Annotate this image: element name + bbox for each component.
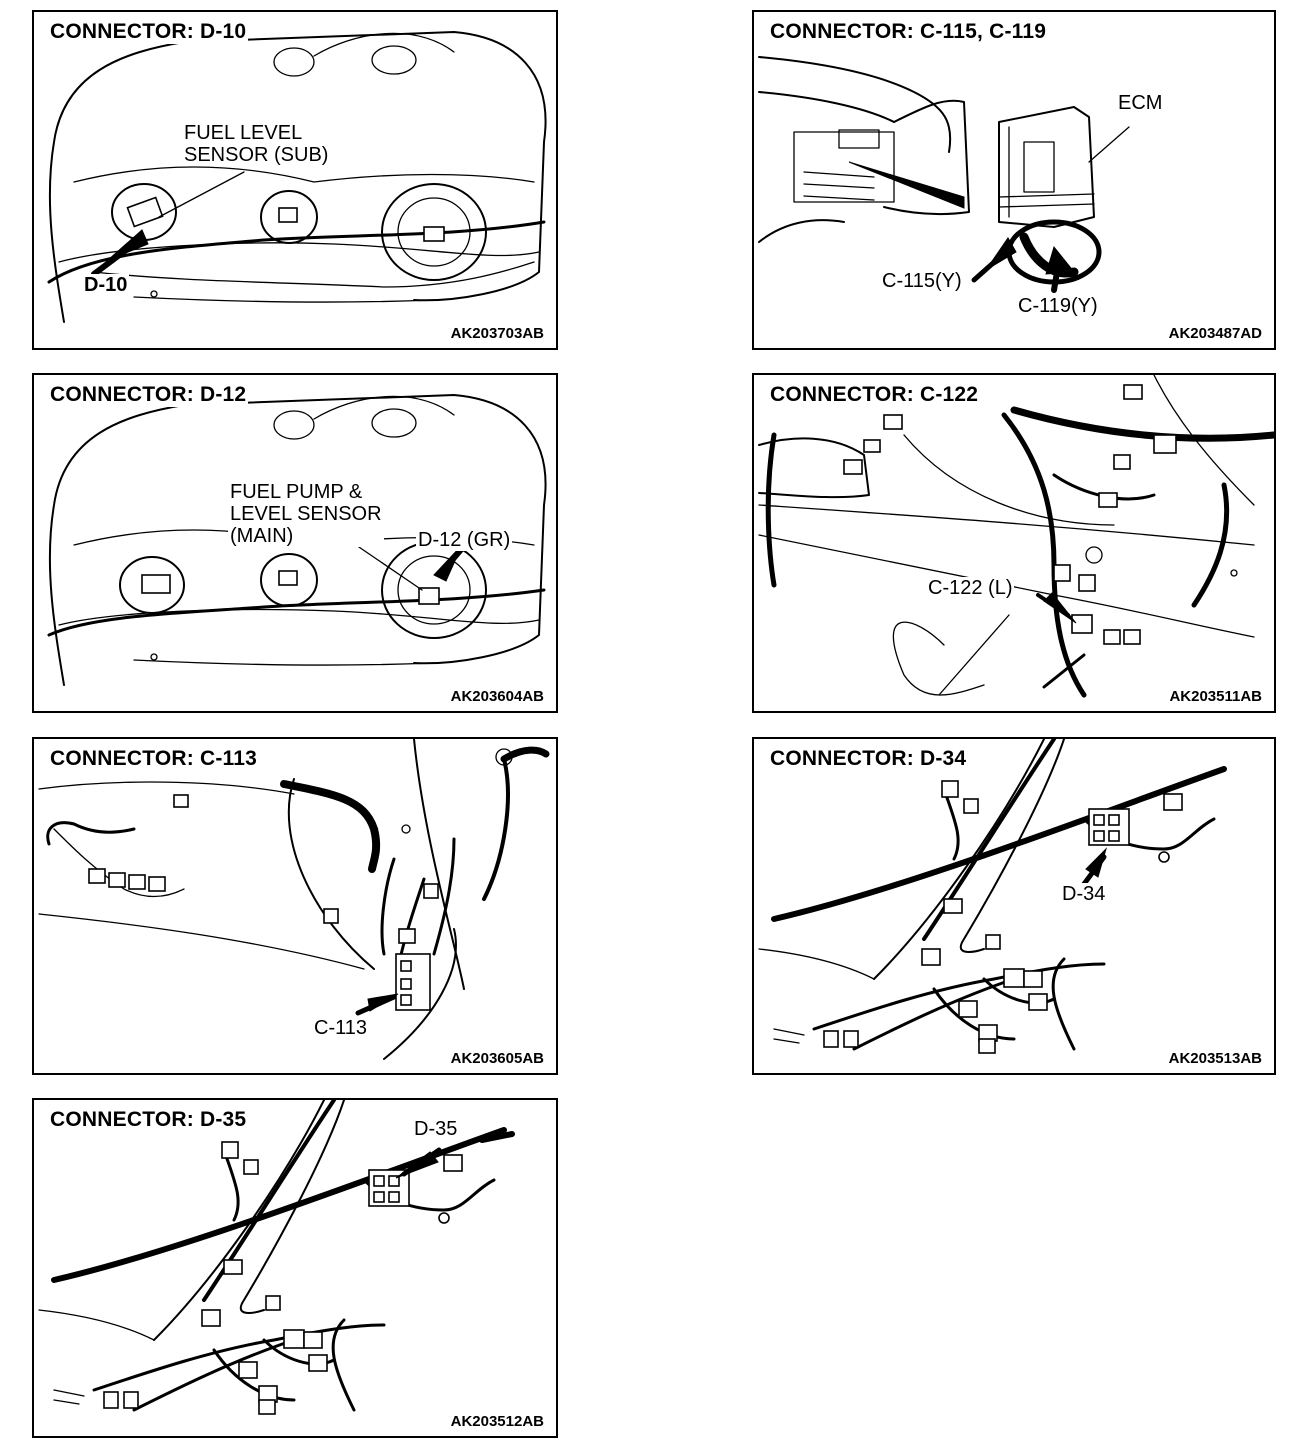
callout-d10: D-10 (82, 274, 130, 296)
panel-title: CONNECTOR: C-122 (768, 383, 981, 407)
callout-c115: C-115(Y) (880, 270, 964, 292)
callout-c119: C-119(Y) (1016, 295, 1100, 317)
callout-c113: C-113 (312, 1017, 369, 1039)
callout-c122: C-122 (L) (926, 577, 1015, 599)
figure-code: AK203511AB (1167, 688, 1264, 705)
panel-title: CONNECTOR: D-10 (48, 20, 249, 44)
panel-connector-c122: CONNECTOR: C-122 C-122 (L) AK203511AB (752, 373, 1276, 713)
figure-code: AK203512AB (448, 1413, 546, 1430)
panel-title: CONNECTOR: D-12 (48, 383, 249, 407)
harness-illustration (758, 375, 1274, 698)
harness-illustration (38, 1100, 515, 1415)
figure-code: AK203487AD (1166, 325, 1264, 342)
panel-title: CONNECTOR: D-34 (768, 747, 969, 771)
harness-illustration (38, 739, 550, 1060)
panel-connector-d12: CONNECTOR: D-12 FUEL PUMP & LEVEL SENSOR… (32, 373, 558, 713)
callout-d12: D-12 (GR) (416, 529, 513, 551)
panel-connector-d10: CONNECTOR: D-10 FUEL LEVEL SENSOR (SUB) … (32, 10, 558, 350)
callout-d34: D-34 (1060, 883, 1108, 905)
figure-code: AK203604AB (448, 688, 546, 705)
callout-ecm: ECM (1116, 92, 1165, 114)
fuel-tank-illustration (47, 31, 547, 323)
panel-connector-c115-c119: CONNECTOR: C-115, C-119 ECM C-115(Y) C-1… (752, 10, 1276, 350)
figure-code: AK203605AB (448, 1050, 546, 1067)
figure-code: AK203513AB (1166, 1050, 1264, 1067)
panel-title: CONNECTOR: C-113 (48, 747, 260, 771)
ecm-illustration (758, 56, 1130, 293)
panel-title: CONNECTOR: C-115, C-119 (768, 20, 1049, 44)
callout-d35: D-35 (412, 1118, 460, 1140)
panel-connector-c113: CONNECTOR: C-113 C-113 AK203605AB (32, 737, 558, 1075)
callout-fuel-level-sensor-sub: FUEL LEVEL SENSOR (SUB) (182, 122, 331, 166)
panel-connector-d35: CONNECTOR: D-35 D-35 AK203512AB (32, 1098, 558, 1438)
panel-connector-d34: CONNECTOR: D-34 D-34 AK203513AB (752, 737, 1276, 1075)
callout-fuel-pump-level-sensor-main: FUEL PUMP & LEVEL SENSOR (MAIN) (228, 481, 384, 547)
harness-illustration (758, 739, 1227, 1054)
panel-title: CONNECTOR: D-35 (48, 1108, 249, 1132)
figure-code: AK203703AB (448, 325, 546, 342)
